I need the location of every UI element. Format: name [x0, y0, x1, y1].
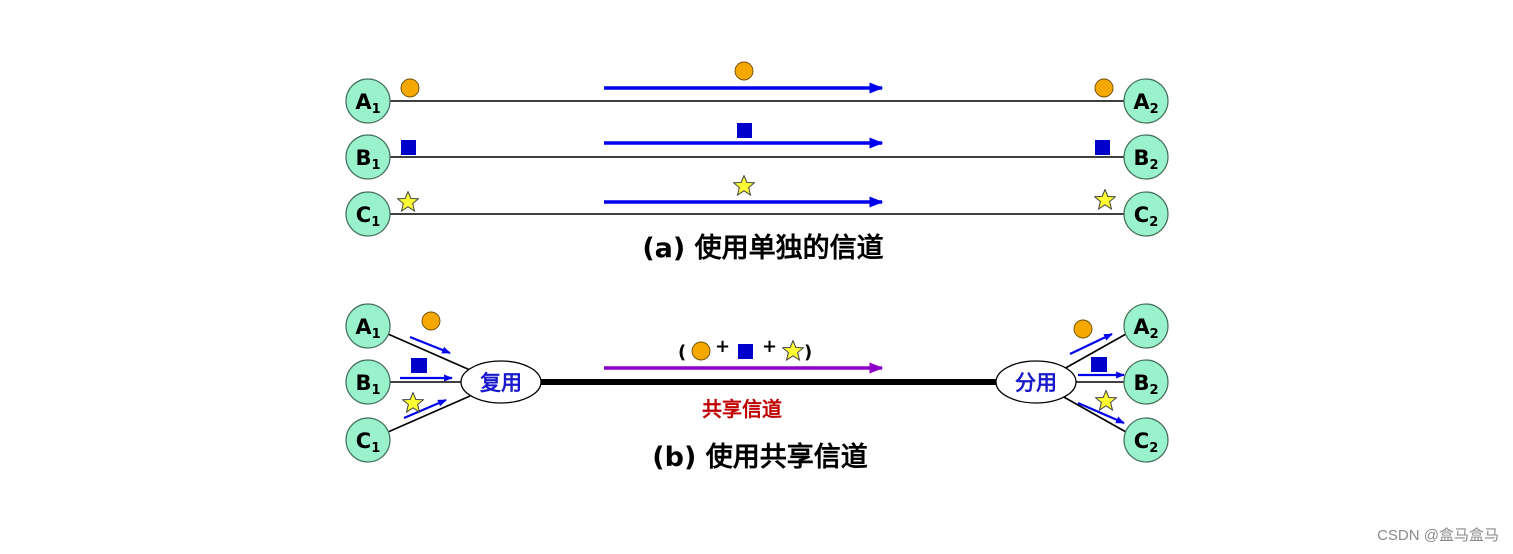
- input-line-c: [387, 395, 471, 433]
- circle-icon: [734, 61, 754, 81]
- star-icon: [733, 175, 755, 196]
- svg-text:C2: C2: [1134, 203, 1158, 230]
- star-icon: [1094, 189, 1116, 210]
- node-b1: B1: [345, 134, 391, 180]
- circle-icon: [421, 311, 441, 331]
- node-b2: B2: [1123, 134, 1169, 180]
- node-c2: C2: [1123, 191, 1169, 237]
- circle-icon: [1073, 319, 1093, 339]
- circle-icon: [400, 78, 420, 98]
- node-b1: B1: [345, 359, 391, 405]
- square-icon: [737, 123, 752, 138]
- svg-text:C1: C1: [356, 429, 380, 456]
- svg-text:B2: B2: [1133, 146, 1158, 173]
- svg-text:B1: B1: [355, 371, 380, 398]
- shared-channel-label: 共享信道: [702, 397, 782, 421]
- svg-text:C2: C2: [1134, 429, 1158, 456]
- node-c1: C1: [345, 191, 391, 237]
- output-line-a: [1061, 333, 1127, 371]
- svg-text:A2: A2: [1133, 90, 1158, 117]
- square-icon: [738, 344, 753, 359]
- star-icon: [397, 191, 419, 212]
- node-a2: A2: [1123, 78, 1169, 124]
- multiplexer: 复用: [460, 360, 542, 404]
- svg-text:C1: C1: [356, 203, 380, 230]
- output-line-c: [1061, 395, 1127, 433]
- star-icon: [1095, 390, 1117, 411]
- caption-separate-channels: (a) 使用单独的信道: [642, 232, 883, 264]
- output-arrow-c: [1077, 401, 1125, 425]
- square-icon: [411, 358, 427, 373]
- output-arrow-a: [1069, 333, 1113, 355]
- node-a1: A1: [345, 303, 391, 349]
- combined-signal-formula: ( + + ): [678, 336, 812, 363]
- node-c2: C2: [1123, 417, 1169, 463]
- svg-text:A2: A2: [1133, 315, 1158, 342]
- separate-channels-diagram: A1 B1 C1 A2 B2 C2 (a) 使用单独的信道: [345, 61, 1169, 264]
- svg-text:A1: A1: [355, 315, 380, 342]
- svg-text:B1: B1: [355, 146, 380, 173]
- input-line-a: [387, 333, 471, 371]
- svg-text:A1: A1: [355, 90, 380, 117]
- node-c1: C1: [345, 417, 391, 463]
- input-arrow-c: [403, 398, 447, 420]
- node-a2: A2: [1123, 303, 1169, 349]
- star-icon: [782, 340, 804, 361]
- caption-shared-channel: (b) 使用共享信道: [652, 441, 867, 473]
- star-icon: [402, 392, 424, 413]
- formula-close-paren: ): [804, 342, 812, 363]
- multiplexer-label: 复用: [479, 371, 522, 395]
- shared-channel-diagram: ( + + ) 复用 分用 共享信道 A1 B1 C1: [345, 303, 1169, 473]
- node-a1: A1: [345, 78, 391, 124]
- square-icon: [1095, 140, 1110, 155]
- square-icon: [401, 140, 416, 155]
- circle-icon: [691, 341, 711, 361]
- square-icon: [1091, 357, 1107, 372]
- circle-icon: [1094, 78, 1114, 98]
- formula-plus: +: [715, 336, 730, 357]
- demultiplexer: 分用: [995, 360, 1077, 404]
- formula-open-paren: (: [678, 342, 686, 363]
- demultiplexer-label: 分用: [1015, 371, 1057, 395]
- watermark: CSDN @盒马盒马: [1377, 527, 1499, 544]
- node-b2: B2: [1123, 359, 1169, 405]
- svg-text:B2: B2: [1133, 371, 1158, 398]
- input-arrow-a: [409, 335, 451, 355]
- formula-plus: +: [762, 336, 777, 357]
